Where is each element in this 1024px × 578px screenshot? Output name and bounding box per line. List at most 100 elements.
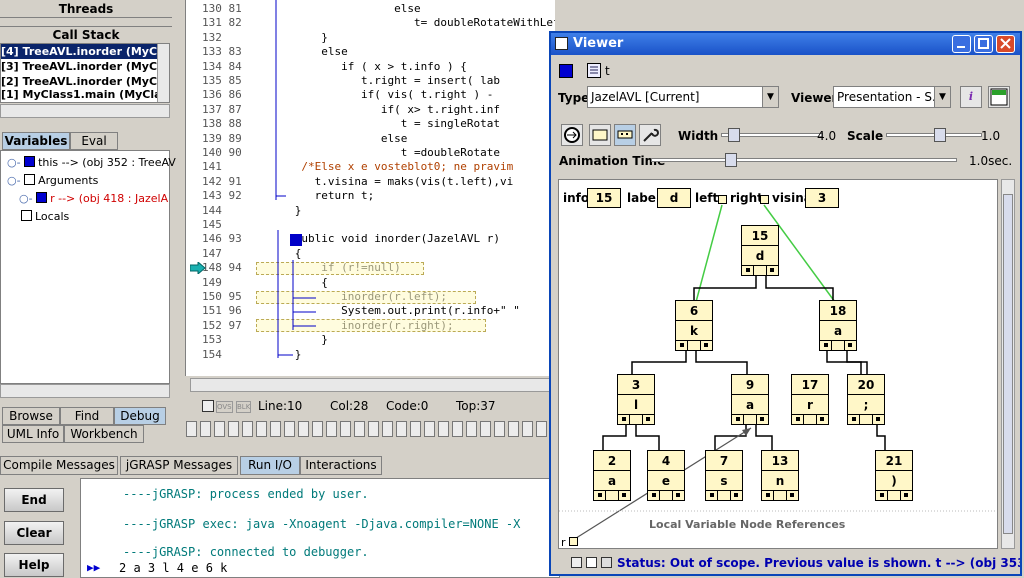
file-tab-icon[interactable]	[326, 421, 337, 437]
viewer-title-bar[interactable]: Viewer	[551, 33, 1020, 55]
end-button[interactable]: End	[4, 488, 64, 512]
file-tab-icon[interactable]	[340, 421, 351, 437]
print-icon[interactable]	[202, 400, 214, 412]
tab-run-io[interactable]: Run I/O	[240, 456, 300, 475]
file-tab-icon[interactable]	[200, 421, 211, 437]
list-icon[interactable]	[587, 63, 601, 78]
tree-toggle-icon[interactable]: ○-	[7, 156, 21, 169]
call-stack-item[interactable]: [1] MyClass1.main (MyClass	[1, 89, 157, 101]
tab-variables[interactable]: Variables	[2, 132, 70, 150]
clear-button[interactable]: Clear	[4, 521, 64, 545]
viewer-select[interactable]: Presentation - S...▼	[833, 86, 951, 108]
code-line[interactable]: 131 82 t= doubleRotateWithLeft( t );	[202, 16, 555, 30]
file-tab-icon[interactable]	[452, 421, 463, 437]
file-tab-icon[interactable]	[522, 421, 533, 437]
code-line[interactable]: 139 89 else	[202, 132, 407, 146]
tab-interactions[interactable]: Interactions	[300, 456, 382, 475]
file-tab-icon[interactable]	[382, 421, 393, 437]
code-line[interactable]: 134 84 if ( x > t.info ) {	[202, 60, 467, 74]
tab-find[interactable]: Find	[60, 407, 114, 425]
tab-compile-messages[interactable]: Compile Messages	[0, 456, 118, 475]
structure-canvas[interactable]: info 15 label d left right visina 3	[558, 179, 998, 549]
file-tab-icon[interactable]	[466, 421, 477, 437]
panel-toggle-icon[interactable]	[988, 86, 1010, 108]
file-tab-icon[interactable]	[312, 421, 323, 437]
code-line[interactable]: 140 90 t =doubleRotate	[202, 146, 500, 160]
scale-slider-thumb[interactable]	[934, 128, 946, 142]
file-tab-icon[interactable]	[424, 421, 435, 437]
threads-header[interactable]: Threads	[0, 0, 172, 18]
viewer-window[interactable]: Viewer t Type JazelAVL [Current]▼ Viewer…	[549, 31, 1022, 576]
width-slider-thumb[interactable]	[728, 128, 740, 142]
file-tab-icon[interactable]	[396, 421, 407, 437]
file-tab-icon[interactable]	[214, 421, 225, 437]
file-icon-strip[interactable]	[186, 421, 556, 439]
code-line[interactable]: 153 }	[202, 333, 328, 347]
code-line[interactable]: 132 }	[202, 31, 328, 45]
code-line[interactable]: 135 85 t.right = insert( lab	[202, 74, 500, 88]
canvas-vscroll-thumb[interactable]	[1003, 194, 1013, 534]
file-tab-icon[interactable]	[494, 421, 505, 437]
chevron-down-icon[interactable]: ▼	[934, 87, 950, 107]
code-line[interactable]: 144 }	[202, 204, 301, 218]
animation-slider-thumb[interactable]	[725, 153, 737, 167]
call-stack-item[interactable]: [3] TreeAVL.inorder (MyClass	[1, 60, 157, 73]
code-line[interactable]: 137 87 if( x> t.right.inf	[202, 103, 500, 117]
tab-uml-info[interactable]: UML Info	[2, 425, 64, 443]
code-line[interactable]: 154 }	[202, 348, 301, 362]
canvas-vscroll[interactable]	[1001, 179, 1015, 549]
file-tab-icon[interactable]	[536, 421, 547, 437]
file-tab-icon[interactable]	[256, 421, 267, 437]
code-line[interactable]: 151 96 System.out.print(r.info+" "	[202, 304, 520, 318]
width-slider-track[interactable]	[721, 133, 823, 137]
file-tab-icon[interactable]	[186, 421, 197, 437]
tab-browse[interactable]: Browse	[2, 407, 60, 425]
code-line[interactable]: 143 92 return t;	[202, 189, 374, 203]
code-line[interactable]: 142 91 t.visina = maks(vis(t.left),vi	[202, 175, 513, 189]
code-line[interactable]: 147 {	[202, 247, 301, 261]
tree-toggle-icon[interactable]: ○-	[7, 174, 21, 187]
chevron-down-icon[interactable]: ▼	[762, 87, 778, 107]
code-line[interactable]: 133 83 else	[202, 45, 348, 59]
file-tab-icon[interactable]	[438, 421, 449, 437]
code-line[interactable]: 145	[202, 218, 255, 232]
tree-node[interactable]: 21)	[875, 450, 913, 501]
file-tab-icon[interactable]	[480, 421, 491, 437]
file-tab-icon[interactable]	[284, 421, 295, 437]
navigate-icon[interactable]	[561, 124, 583, 146]
tab-jgrasp-messages[interactable]: jGRASP Messages	[120, 456, 238, 475]
code-line[interactable]: 149 {	[202, 276, 328, 290]
variables-hscroll[interactable]	[0, 384, 170, 398]
call-stack-list[interactable]: [4] TreeAVL.inorder (MyClass [3] TreeAVL…	[0, 43, 170, 103]
code-line[interactable]: 138 88 t = singleRotat	[202, 117, 500, 131]
code-line[interactable]: 130 81 else	[202, 2, 421, 16]
file-tab-icon[interactable]	[508, 421, 519, 437]
help-button[interactable]: Help	[4, 553, 64, 577]
variable-this[interactable]: ○- this --> (obj 352 : TreeAV	[7, 155, 176, 171]
animation-slider-track[interactable]	[651, 158, 957, 162]
code-line[interactable]: 136 86 if( vis( t.right ) -	[202, 88, 493, 102]
call-stack-scrollbar[interactable]	[157, 44, 169, 102]
call-stack-header[interactable]: Call Stack	[0, 26, 172, 43]
call-stack-item[interactable]: [2] TreeAVL.inorder (MyClass	[1, 75, 157, 88]
code-line[interactable]: 146 93 public void inorder(JazelAVL r)	[202, 232, 500, 246]
call-stack-hscroll[interactable]	[0, 104, 170, 118]
file-tab-icon[interactable]	[228, 421, 239, 437]
file-tab-icon[interactable]	[270, 421, 281, 437]
code-line[interactable]: 141 /*Else x e vosteblot0; ne pravim	[202, 160, 513, 174]
maximize-button[interactable]	[974, 35, 993, 53]
variable-arguments[interactable]: ○- Arguments	[7, 173, 98, 189]
info-icon[interactable]: i	[960, 86, 982, 108]
file-tab-icon[interactable]	[298, 421, 309, 437]
tab-debug[interactable]: Debug	[114, 407, 166, 425]
tree-toggle-icon[interactable]: ○-	[19, 192, 33, 205]
